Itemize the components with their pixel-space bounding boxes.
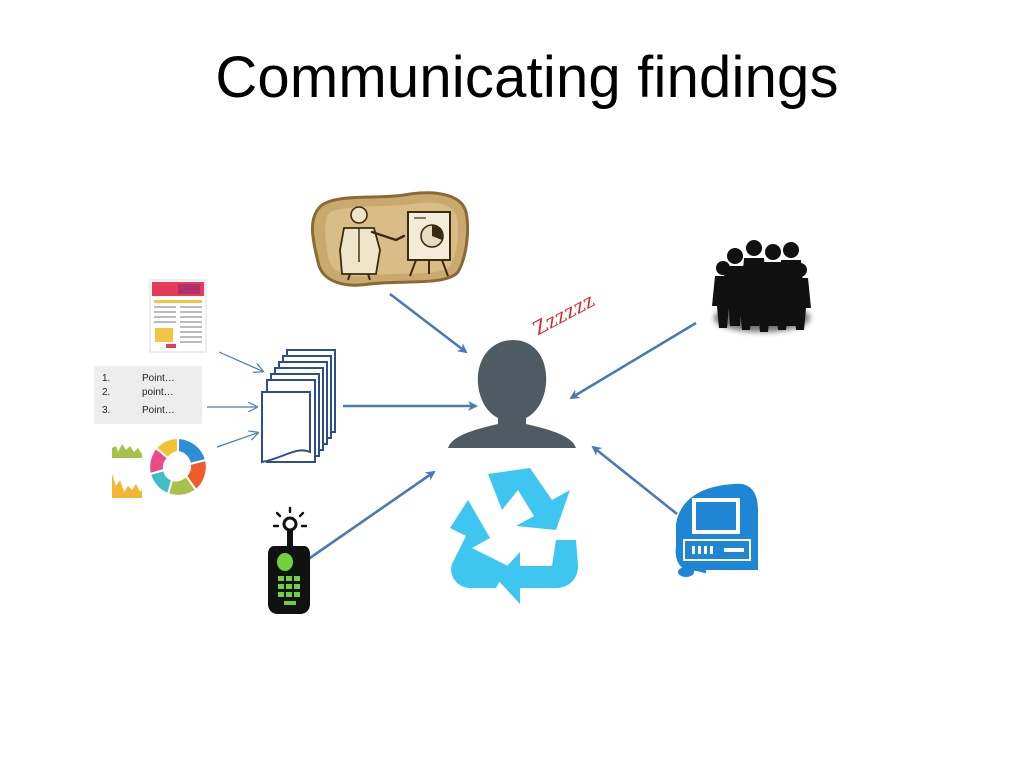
- arrow-crowd-to-person: [569, 321, 697, 400]
- list-item-number: 2.: [102, 387, 111, 398]
- chart-thumbnails-icon: [112, 436, 208, 498]
- arrow-phone-to-person: [306, 470, 436, 562]
- presenter-easel-icon: [310, 191, 470, 287]
- arrow-documents-to-charts: [216, 433, 257, 448]
- list-item-number: 1.: [102, 373, 111, 384]
- arrow-documents-to-report: [218, 351, 262, 371]
- arrow-computer-to-person: [591, 445, 678, 516]
- recycle-icon: [450, 468, 578, 604]
- numbered-list-thumbnail: 1. Point… 2. point… 3. Point…: [94, 366, 202, 424]
- computer-icon: [675, 483, 758, 577]
- list-item: 3. Point…: [102, 405, 175, 416]
- arrow-presenter-to-person: [389, 292, 468, 354]
- crowd-silhouette-icon: [712, 240, 811, 332]
- list-item-text: Point…: [142, 405, 175, 416]
- list-item: 1. Point…: [102, 373, 175, 384]
- document-stack-icon: [261, 349, 336, 464]
- mobile-phone-icon: [268, 506, 310, 614]
- list-item-text: point…: [142, 387, 174, 398]
- list-item: 2. point…: [102, 387, 174, 398]
- slide-title: Communicating findings: [215, 45, 839, 110]
- report-thumbnail-icon: [149, 279, 207, 353]
- list-item-number: 3.: [102, 405, 111, 416]
- list-item-text: Point…: [142, 373, 175, 384]
- person-silhouette-icon: [448, 340, 576, 448]
